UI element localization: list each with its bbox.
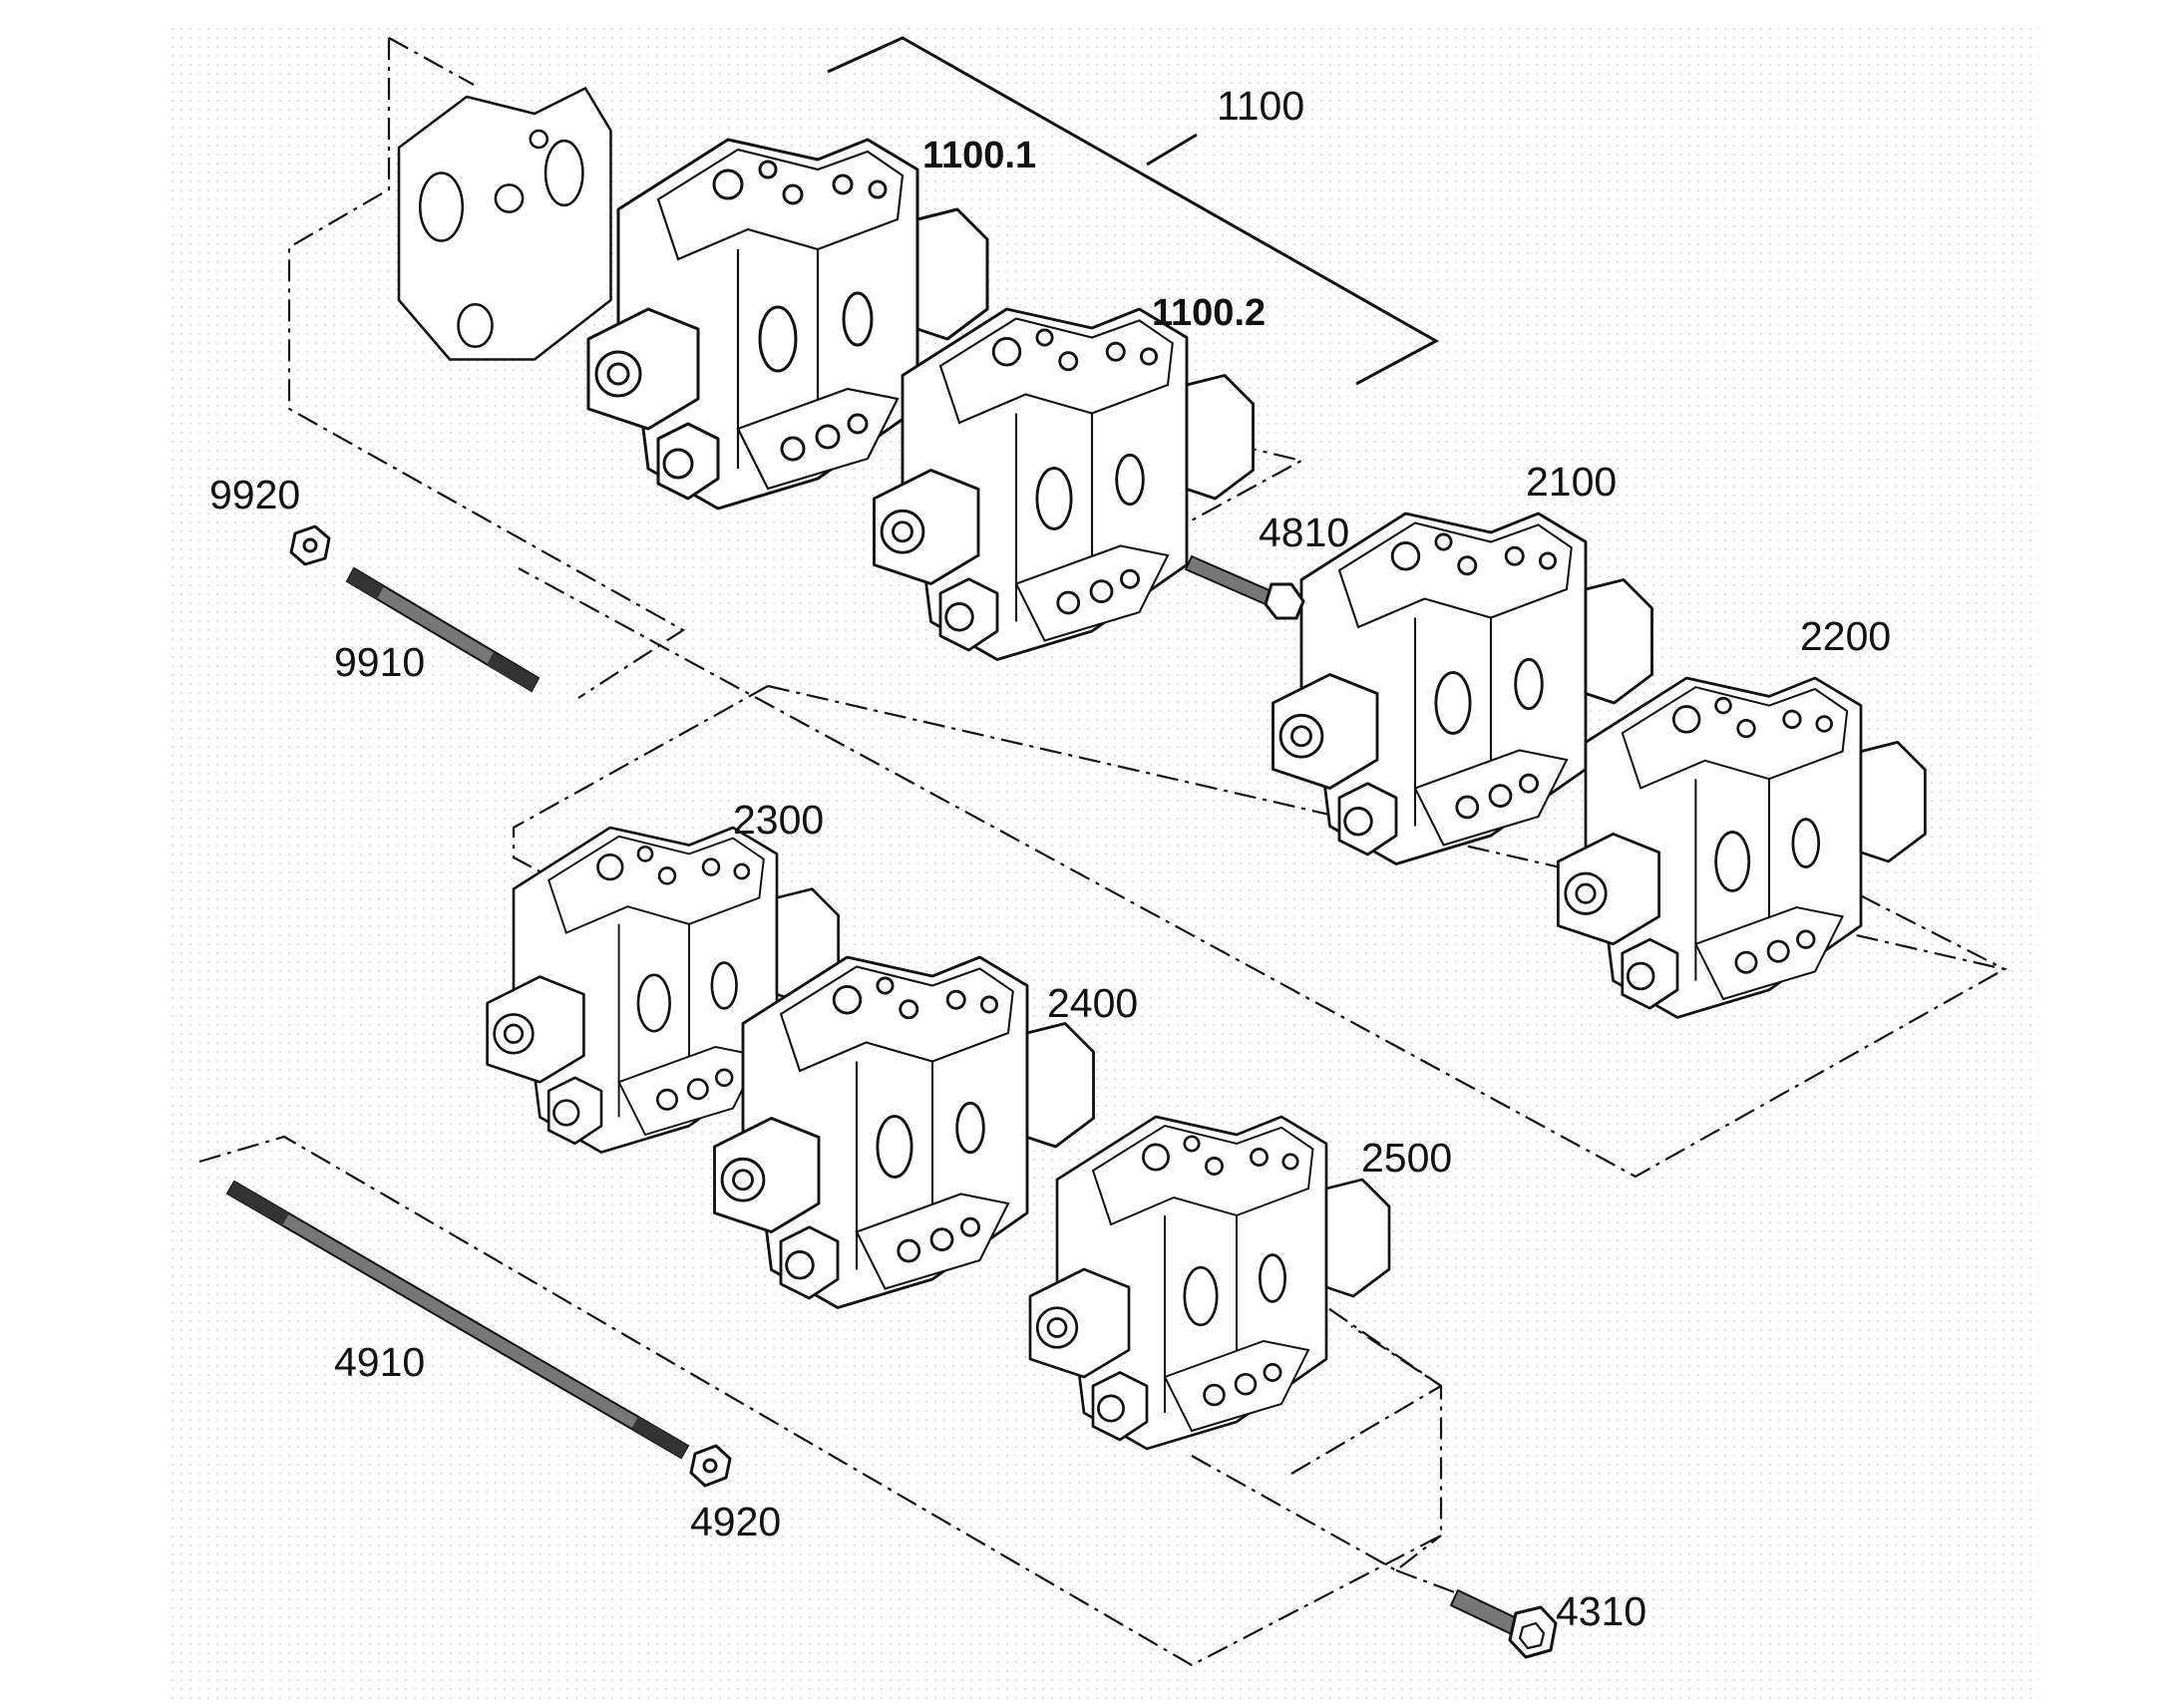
label-9920: 9920 [209, 472, 300, 517]
bracket-1100-leader [1146, 133, 1198, 167]
label-4810: 4810 [1259, 510, 1349, 555]
stud-4910 [225, 1180, 690, 1460]
label-1100-2: 1100.2 [1152, 292, 1266, 334]
stud-9910 [345, 566, 541, 693]
label-9910: 9910 [334, 639, 425, 685]
label-2300: 2300 [733, 797, 824, 843]
label-2500: 2500 [1361, 1135, 1452, 1181]
label-4910: 4910 [334, 1339, 425, 1385]
label-1100-1: 1100.1 [922, 135, 1036, 176]
nut-4920 [689, 1444, 732, 1488]
bracket-1100 [827, 36, 1440, 386]
label-4920: 4920 [690, 1499, 781, 1544]
label-1100: 1100 [1217, 83, 1304, 129]
label-2200: 2200 [1800, 613, 1891, 659]
label-4310: 4310 [1556, 1588, 1646, 1634]
end-cover [397, 87, 612, 361]
nut-9920 [289, 524, 331, 566]
label-2100: 2100 [1526, 459, 1617, 505]
bolt-4310 [1449, 1588, 1558, 1659]
label-2400: 2400 [1047, 980, 1138, 1026]
